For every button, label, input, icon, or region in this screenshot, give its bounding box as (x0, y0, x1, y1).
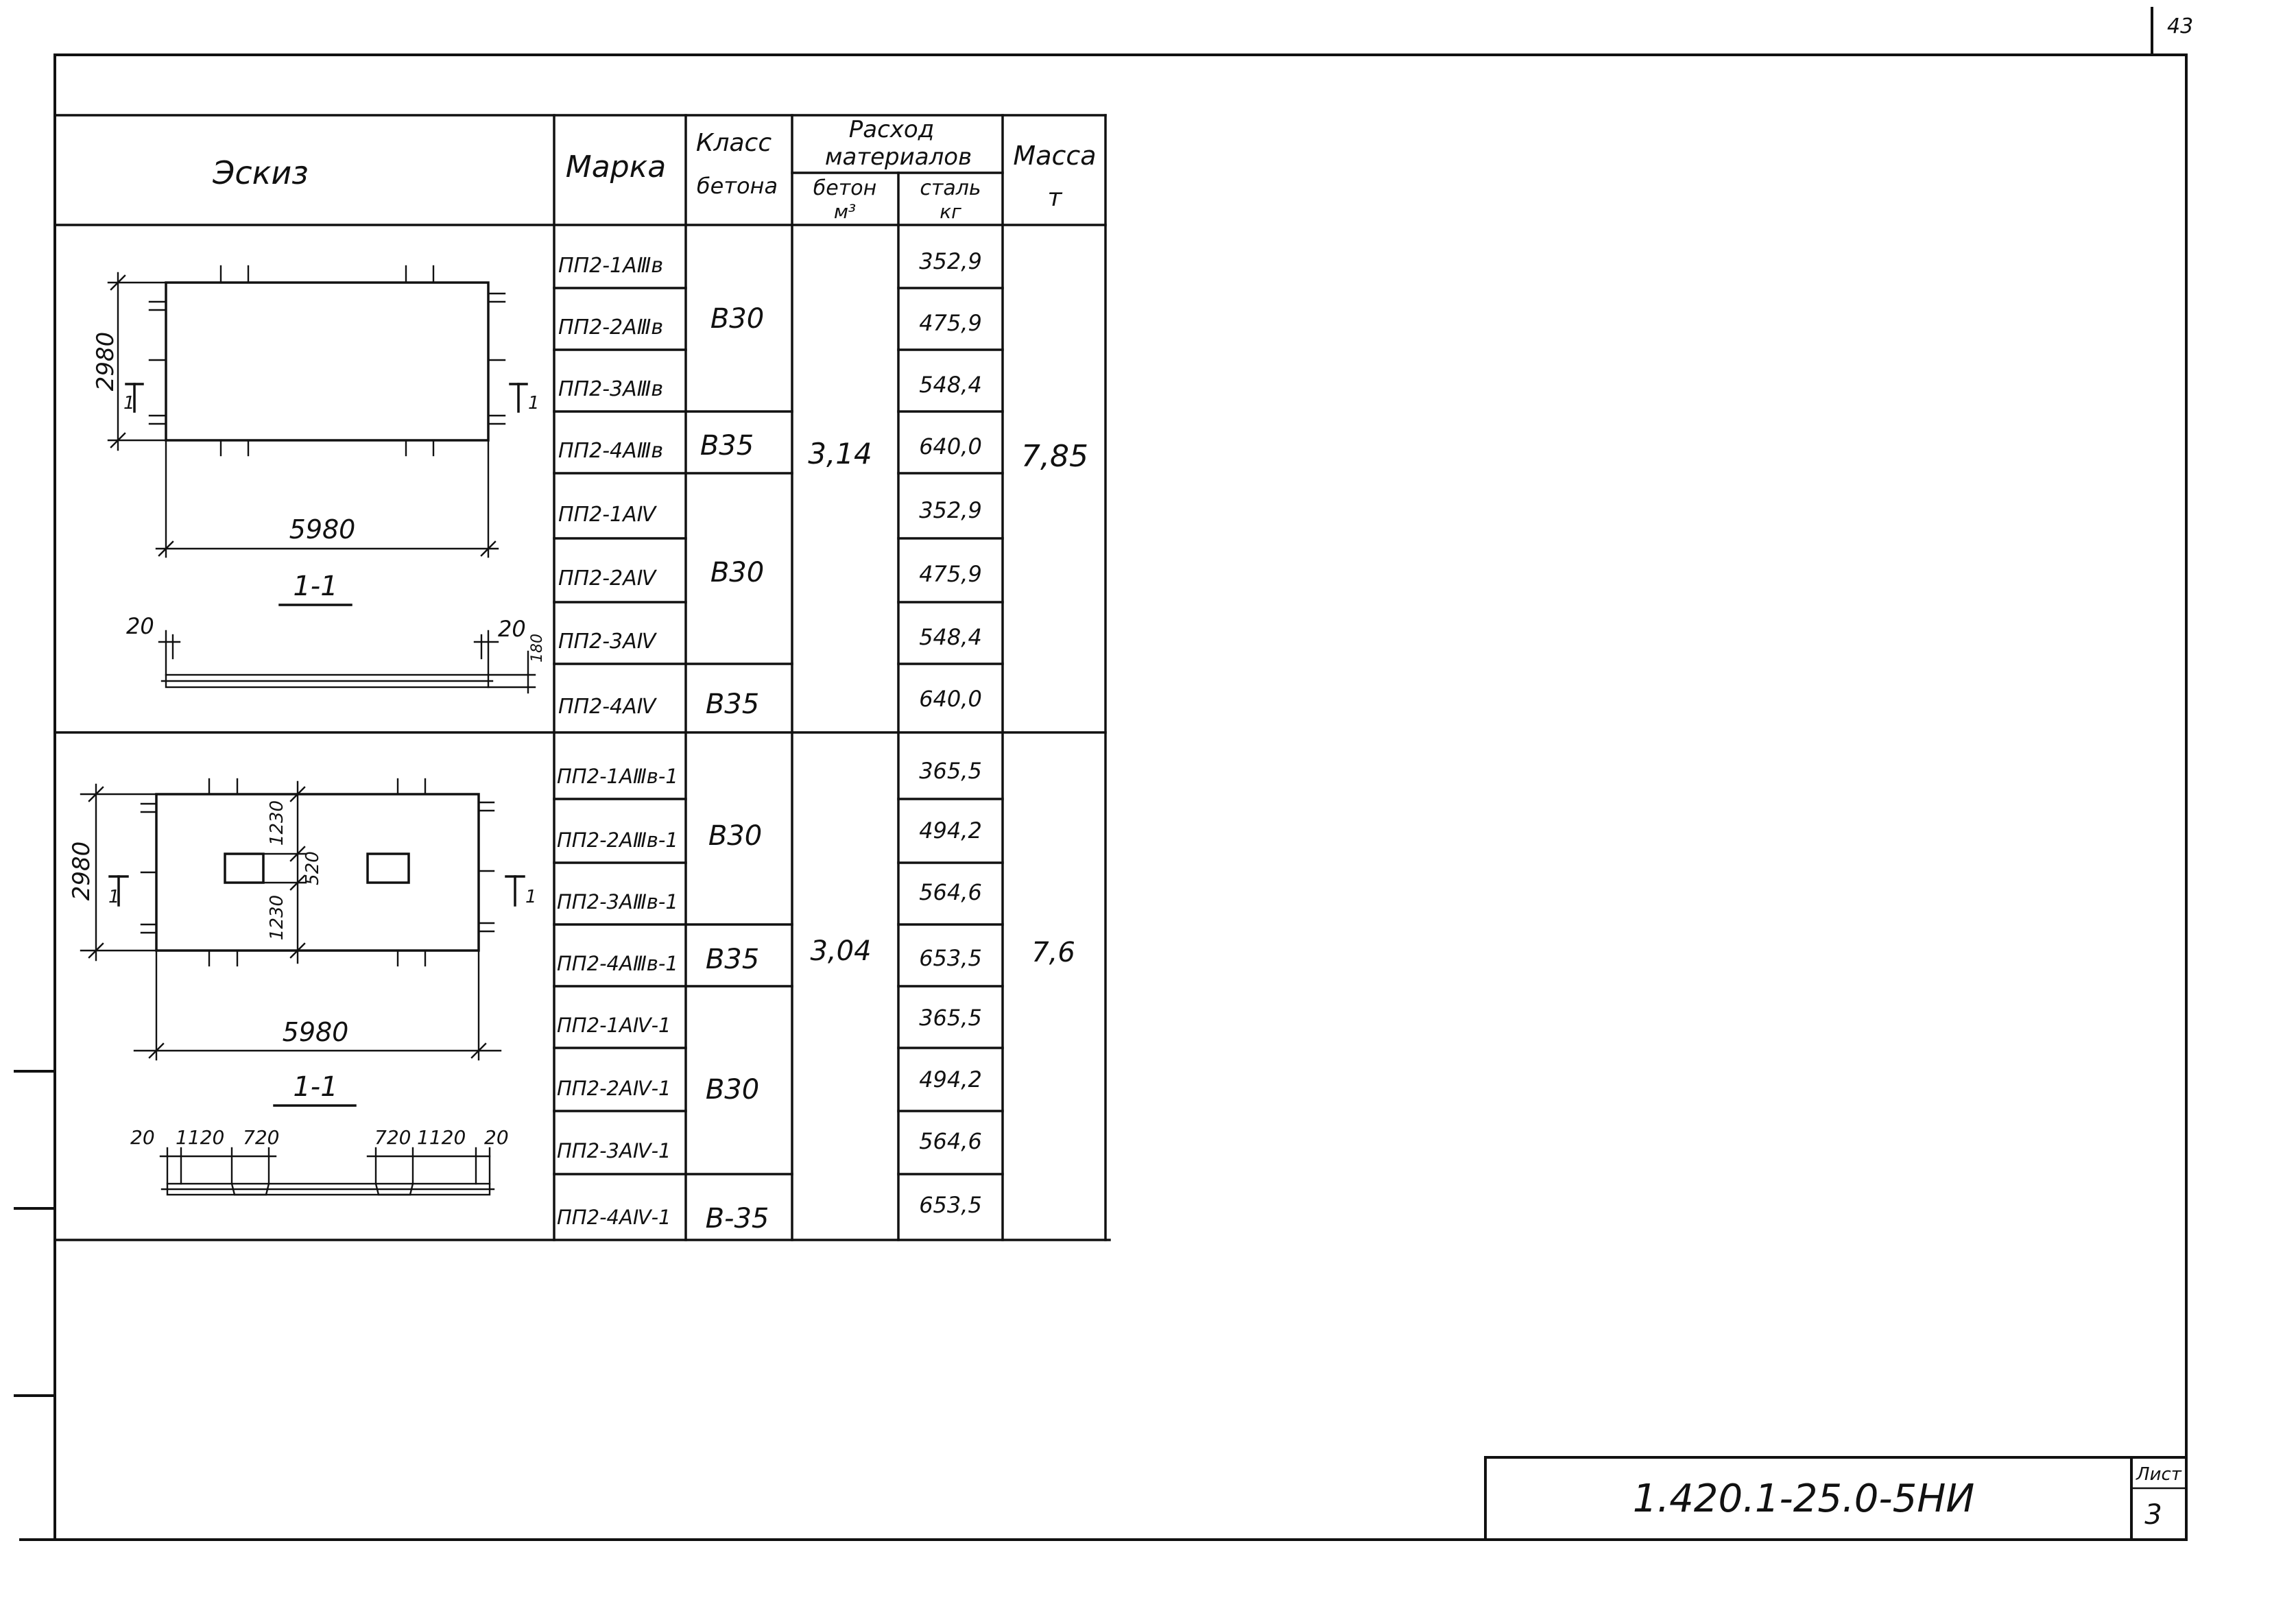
class-cell: В30 (710, 303, 764, 335)
header-steel: сталь (920, 176, 981, 200)
steel-cell: 640,0 (919, 686, 982, 712)
class-cell: В30 (708, 820, 762, 852)
sketch-1-section (158, 630, 536, 694)
mark-cell: ПП2-2АⅢв (558, 315, 663, 339)
steel-cell: 564,6 (919, 1128, 982, 1154)
header-class-line1: Класс (696, 129, 772, 157)
sketch2-dim-right: 1120 (417, 1126, 466, 1149)
sketch2-section-title: 1-1 (293, 1071, 337, 1103)
mark-cell: ПП2-1АⅣ-1 (557, 1014, 671, 1037)
steel-cell: 548,4 (919, 624, 982, 650)
sheet-number: 3 (2144, 1499, 2162, 1531)
mark-cell: ПП2-4АⅢв (558, 439, 663, 463)
header-consumption-line1: Расход (849, 116, 934, 143)
class-cell: В30 (706, 1074, 759, 1106)
sheet-label: Лист (2136, 1464, 2182, 1485)
mark-cell: ПП2-2АⅣ (558, 566, 658, 590)
opening-right (366, 852, 410, 884)
header-mass: Масса (1013, 141, 1096, 171)
sketch2-dim-length: 5980 (283, 1017, 349, 1047)
document-code: 1.420.1-25.0-5НИ (1633, 1477, 1974, 1521)
steel-cell: 653,5 (919, 1192, 982, 1218)
steel-cell: 365,5 (919, 1005, 982, 1031)
sketch1-section-title: 1-1 (293, 571, 337, 602)
header-consumption-line2: материалов (825, 143, 972, 171)
mark-cell: ПП2-3АⅣ-1 (557, 1139, 671, 1162)
mark-cell: ПП2-1АⅢв-1 (557, 765, 678, 788)
opening-left (224, 852, 265, 884)
steel-cell: 352,9 (919, 248, 982, 274)
sketch2-dim-hole-bottom: 1230 (267, 895, 287, 940)
class-cell: В35 (706, 689, 759, 720)
sketch-2-plan (80, 778, 525, 1061)
class-cell: В35 (706, 944, 759, 975)
mark-cell: ПП2-3АⅢв (558, 377, 663, 401)
header-mass-unit: т (1048, 184, 1063, 212)
class-cell: В-35 (706, 1203, 769, 1234)
title-block (1484, 1456, 2188, 1541)
sketch2-dim-hole: 520 (302, 851, 323, 885)
mark-cell: ПП2-4АⅣ-1 (557, 1206, 671, 1229)
sketch1-dim-length: 5980 (289, 514, 356, 545)
sketch2-section-mark-left: 1 (108, 887, 120, 907)
sketch2-dim-left: 1120 (176, 1126, 224, 1149)
group2-rows: ПП2-1АⅢв-1 ПП2-2АⅢв-1 ПП2-3АⅢв-1 ПП2-4АⅢ… (557, 758, 1075, 1234)
sketch2-dim-right: 20 (484, 1126, 509, 1149)
corner-sheet-number: 43 (2167, 14, 2193, 38)
mark-cell: ПП2-3АⅣ (558, 630, 658, 654)
steel-cell: 653,5 (919, 945, 982, 971)
sheet-frame (53, 53, 2188, 1541)
steel-cell: 548,4 (919, 372, 982, 398)
spec-table-grid (53, 114, 1111, 1241)
sketch2-dim-right: 720 (374, 1126, 411, 1149)
sketch2-dim-width: 2980 (68, 841, 95, 901)
sketch1-section-mark-left: 1 (123, 393, 135, 414)
concrete-volume-cell: 3,04 (810, 935, 871, 967)
class-cell: В35 (700, 430, 754, 462)
header-class-line2: бетона (697, 173, 778, 199)
mass-cell: 7,85 (1021, 439, 1088, 474)
header-concrete-unit: м³ (834, 200, 856, 223)
steel-cell: 475,9 (919, 561, 982, 587)
sketch1-dim-thickness: 180 (529, 634, 546, 662)
sketch-1-plan (107, 265, 528, 558)
steel-cell: 352,9 (919, 497, 982, 523)
sketch2-dim-left: 20 (130, 1126, 155, 1149)
sketch1-dim-edge-left: 20 (126, 613, 154, 639)
mark-cell: ПП2-4АⅣ (558, 695, 658, 719)
sketch1-dim-width: 2980 (92, 332, 119, 392)
sketch2-dim-hole-top: 1230 (267, 800, 287, 846)
steel-cell: 564,6 (919, 879, 982, 905)
group1-rows: ПП2-1АⅢв ПП2-2АⅢв ПП2-3АⅢв ПП2-4АⅢв ПП2-… (558, 248, 1088, 720)
mark-cell: ПП2-1АⅢв (558, 254, 663, 278)
steel-cell: 640,0 (919, 433, 982, 459)
sketch1-dim-edge-right: 20 (498, 616, 526, 642)
steel-cell: 365,5 (919, 758, 982, 784)
sketch1-section-mark-right: 1 (528, 393, 540, 414)
mark-cell: ПП2-2АⅢв-1 (557, 828, 678, 852)
sketch2-section-mark-right: 1 (525, 887, 537, 907)
header-mark: Марка (566, 150, 666, 184)
concrete-volume-cell: 3,14 (808, 437, 872, 470)
sketch-2-section (159, 1147, 495, 1196)
header-sketch: Эскиз (212, 154, 309, 191)
header-concrete: бетон (813, 176, 876, 200)
mark-cell: ПП2-3АⅢв-1 (557, 890, 678, 914)
steel-cell: 494,2 (919, 817, 982, 844)
mark-cell: ПП2-4АⅢв-1 (557, 952, 678, 975)
steel-cell: 475,9 (919, 310, 982, 336)
class-cell: В30 (710, 557, 764, 588)
sketch2-dim-left: 720 (243, 1126, 279, 1149)
steel-cell: 494,2 (919, 1066, 982, 1092)
mark-cell: ПП2-1АⅣ (558, 503, 658, 527)
mark-cell: ПП2-2АⅣ-1 (557, 1077, 671, 1100)
mass-cell: 7,6 (1031, 937, 1075, 968)
header-steel-unit: кг (940, 200, 961, 223)
